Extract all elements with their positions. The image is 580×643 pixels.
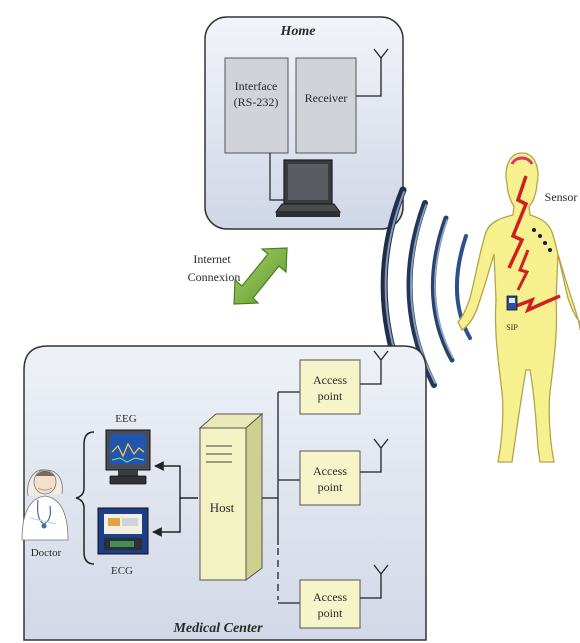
bidirectional-arrow-icon	[233, 247, 288, 305]
network-links	[262, 391, 300, 604]
antenna-icon	[360, 564, 389, 599]
host-server-icon: Host	[198, 412, 264, 581]
internet-connection: Internet Connexion	[188, 247, 288, 305]
eeg-monitor-icon	[105, 429, 151, 485]
receiver-label: Receiver	[305, 91, 348, 105]
medical-center-title: Medical Center	[172, 621, 263, 636]
interface-box: Interface (RS-232)	[224, 57, 289, 154]
antenna-icon	[360, 350, 389, 385]
sip-label: SIP	[506, 323, 518, 332]
access-point-sublabel: point	[318, 389, 343, 403]
doctor-icon	[21, 469, 69, 541]
laptop-icon	[275, 159, 341, 217]
host-label: Host	[210, 500, 235, 515]
access-point-1: Access point	[299, 350, 389, 415]
access-point-label: Access	[313, 464, 347, 478]
medical-center-panel: Medical Center Host Access point	[21, 345, 427, 641]
access-point-3: Access point	[299, 564, 389, 629]
interface-protocol-label: (RS-232)	[234, 95, 279, 109]
antenna-icon	[360, 438, 389, 473]
brace-connector	[75, 431, 95, 565]
sensor-dots	[532, 228, 552, 252]
ecg-label: ECG	[111, 565, 133, 577]
antenna-icon	[356, 48, 389, 97]
access-point-sublabel: point	[318, 606, 343, 620]
connexion-label: Connexion	[188, 270, 241, 284]
eeg-label: EEG	[115, 413, 136, 425]
access-point-sublabel: point	[318, 480, 343, 494]
sensor-label: Sensor	[545, 190, 578, 204]
home-panel: Home Interface (RS-232) Receiver	[204, 16, 404, 230]
patient-body-figure: SIP	[457, 152, 580, 463]
access-point-label: Access	[313, 590, 347, 604]
receiver-box: Receiver	[295, 57, 357, 154]
host-to-devices-arrows	[152, 461, 198, 537]
home-title: Home	[280, 24, 316, 39]
ecg-device-icon	[97, 507, 149, 555]
interface-laptop-connector	[269, 153, 286, 201]
sip-device-icon	[506, 295, 518, 311]
internet-label: Internet	[193, 252, 231, 266]
interface-label: Interface	[235, 79, 278, 93]
access-point-2: Access point	[299, 438, 389, 506]
doctor-label: Doctor	[31, 547, 62, 559]
access-point-label: Access	[313, 373, 347, 387]
